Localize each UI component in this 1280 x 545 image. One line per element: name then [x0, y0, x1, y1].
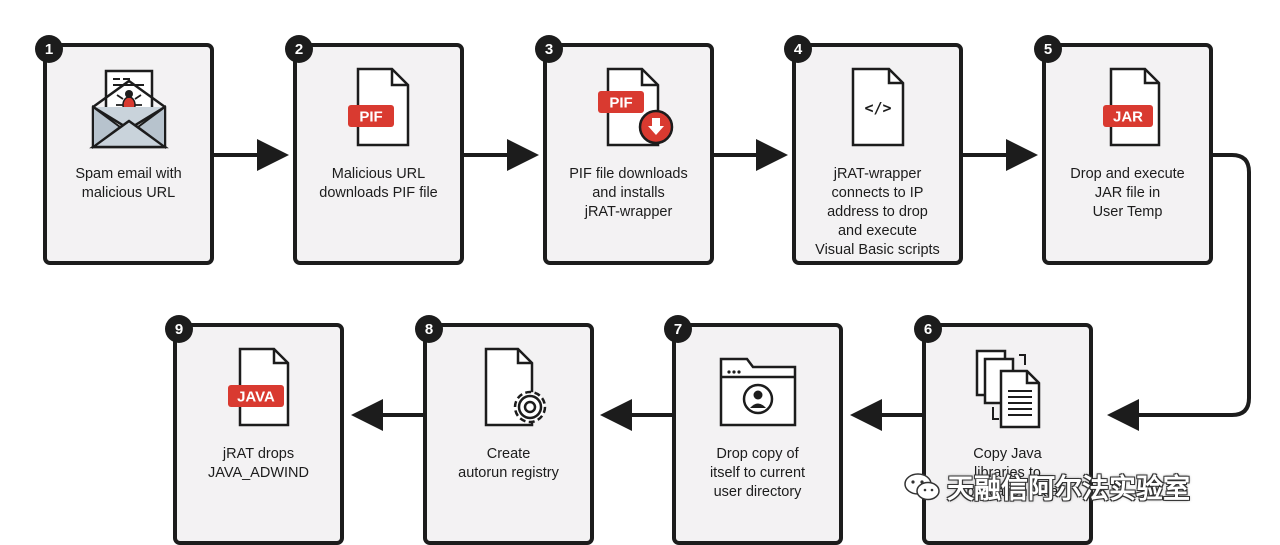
jar-file-icon: JAR: [1046, 65, 1209, 151]
user-folder-icon: [676, 345, 839, 431]
code-file-icon: </>: [796, 65, 959, 151]
watermark-text: 天融信阿尔法实验室: [947, 474, 1190, 505]
step-4-label: jRAT-wrapper connects to IP address to d…: [815, 166, 940, 258]
file-tag: </>: [864, 99, 891, 117]
watermark: 天融信阿尔法实验室: [903, 467, 1190, 506]
step-number-badge: 2: [285, 35, 313, 63]
step-number-badge: 9: [165, 315, 193, 343]
step-2-label: Malicious URL downloads PIF file: [319, 166, 438, 201]
step-number-badge: 5: [1034, 35, 1062, 63]
step-6-label: Copy Java libraries to ApplicationData: [956, 446, 1059, 500]
arrow-5-6: [1107, 153, 1251, 431]
step-number-badge: 6: [914, 315, 942, 343]
step-3-box: 3 PIF PIF file downloads and installs jR…: [535, 35, 714, 265]
step-8-box: 8 Create autorun registry: [415, 315, 594, 545]
wechat-icon: [904, 472, 940, 500]
step-number-badge: 3: [535, 35, 563, 63]
step-1-label: Spam email with malicious URL: [75, 166, 182, 201]
step-2-box: 2 PIF Malicious URL downloads PIF file: [285, 35, 464, 265]
step-3-label: PIF file downloads and installs jRAT-wra…: [569, 166, 688, 220]
file-tag: JAVA: [237, 389, 275, 406]
pif-file-icon: PIF: [297, 65, 460, 151]
file-tag: PIF: [609, 95, 632, 112]
file-tag: PIF: [359, 109, 382, 126]
step-9-box: 9 JAVA jRAT drops JAVA_ADWIND: [165, 315, 344, 545]
file-gear-icon: [427, 345, 590, 431]
step-9-label: jRAT drops JAVA_ADWIND: [208, 446, 309, 481]
spam-email-icon: [47, 65, 210, 151]
step-number-badge: 1: [35, 35, 63, 63]
step-1-box: 1 Spam email with malicious URL: [35, 35, 214, 265]
copy-files-icon: [926, 345, 1089, 431]
step-4-box: 4 </> jRAT-wrapper connects to IP addres…: [784, 35, 963, 265]
step-7-label: Drop copy of itself to current user dire…: [709, 446, 806, 500]
java-file-icon: JAVA: [177, 345, 340, 431]
step-number-badge: 7: [664, 315, 692, 343]
pif-download-icon: PIF: [547, 65, 710, 151]
step-number-badge: 8: [415, 315, 443, 343]
step-5-box: 5 JAR Drop and execute JAR file in User …: [1034, 35, 1213, 265]
step-7-box: 7 Drop copy of itself to current user di…: [664, 315, 843, 545]
step-number-badge: 4: [784, 35, 812, 63]
step-5-label: Drop and execute JAR file in User Temp: [1070, 166, 1185, 220]
step-6-box: 6 Copy Java libraries to ApplicationData: [914, 315, 1093, 545]
file-tag: JAR: [1112, 109, 1142, 126]
step-8-label: Create autorun registry: [458, 446, 559, 481]
